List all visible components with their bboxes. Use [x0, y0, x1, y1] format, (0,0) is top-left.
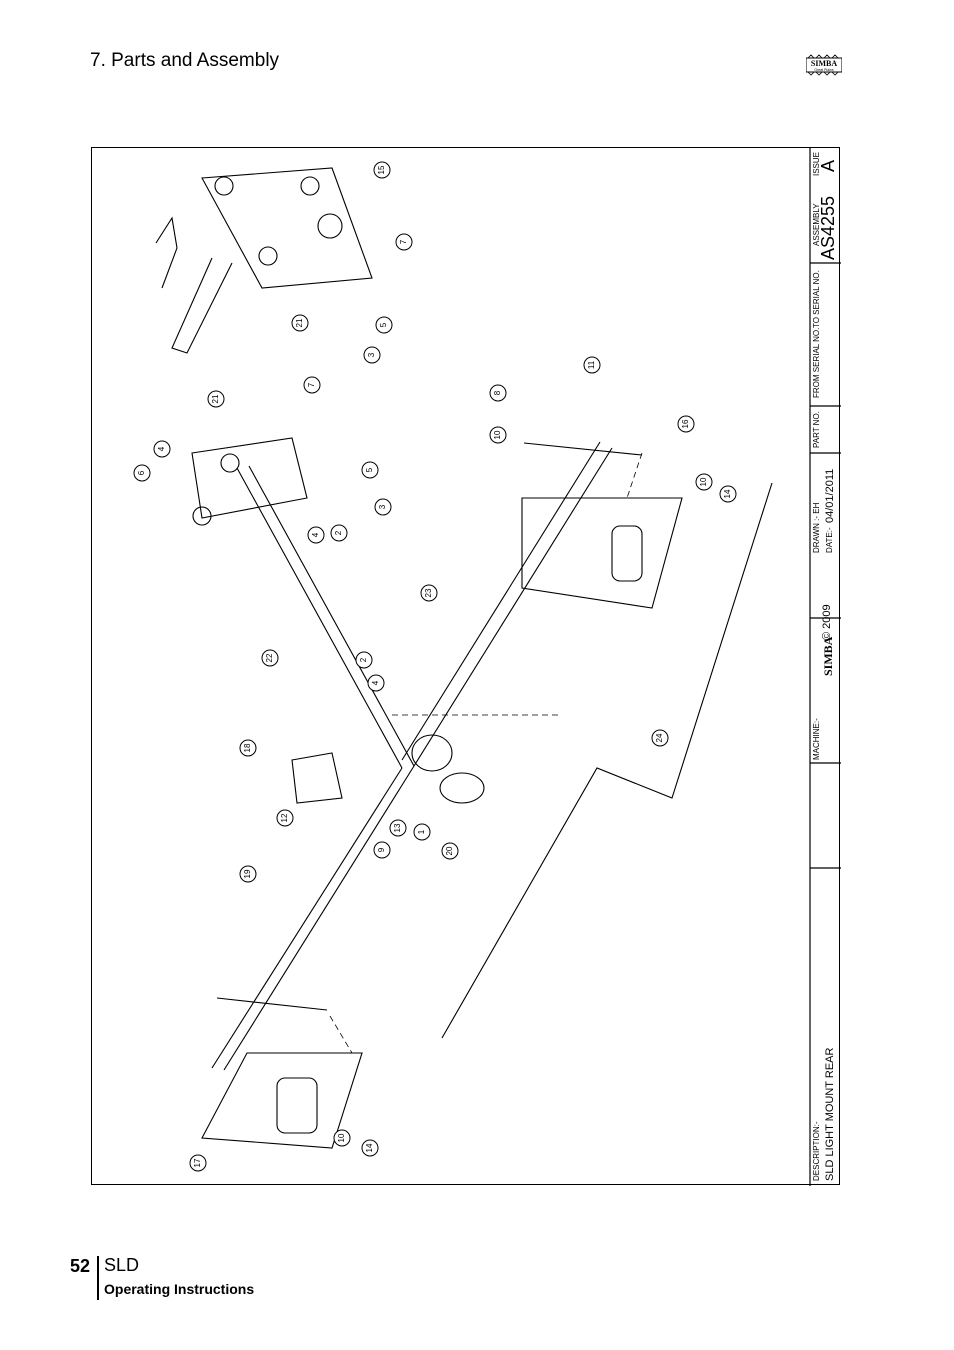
callout-bubble: 13 [389, 819, 407, 837]
svg-text:7: 7 [399, 239, 408, 244]
svg-text:2: 2 [334, 530, 343, 535]
svg-text:5: 5 [379, 322, 388, 327]
svg-text:20: 20 [445, 846, 454, 855]
issue-label: ISSUE [812, 152, 821, 176]
callout-bubble: 16 [677, 415, 695, 433]
footer-divider [97, 1256, 99, 1300]
svg-text:2: 2 [359, 657, 368, 662]
svg-text:12: 12 [280, 813, 289, 822]
svg-text:8: 8 [493, 390, 502, 395]
svg-text:14: 14 [723, 489, 732, 498]
callout-bubble: 14 [361, 1139, 379, 1157]
svg-text:17: 17 [193, 1158, 202, 1167]
svg-text:10: 10 [337, 1133, 346, 1142]
drawing-frame: A ISSUE AS4255 ASSEMBLY TO SERIAL NO. FR… [91, 147, 841, 1186]
svg-text:1: 1 [417, 829, 426, 834]
svg-text:13: 13 [393, 823, 402, 832]
svg-text:22: 22 [265, 653, 274, 662]
callout-bubble: 3 [363, 346, 381, 364]
svg-text:5: 5 [365, 467, 374, 472]
svg-text:19: 19 [243, 869, 252, 878]
date-label: DATE:- [825, 527, 834, 553]
svg-text:24: 24 [655, 733, 664, 742]
callout-bubble: 19 [239, 865, 257, 883]
callout-bubble: 14 [719, 485, 737, 503]
svg-text:4: 4 [371, 680, 380, 685]
callout-bubble: 21 [291, 314, 309, 332]
svg-text:21: 21 [211, 394, 220, 403]
copyright: © 2009 [821, 604, 833, 640]
callout-bubble: 18 [239, 739, 257, 757]
callout-bubble: 10 [333, 1129, 351, 1147]
machine-label: MACHINE:- [812, 718, 821, 760]
callout-bubble: 7 [395, 233, 413, 251]
footer-subtitle: Operating Instructions [104, 1281, 255, 1297]
drawn-label: DRAWN :- EH [812, 502, 821, 553]
callout-bubble: 2 [330, 524, 348, 542]
callout-bubble: 11 [583, 356, 601, 374]
dashed-guides [329, 452, 643, 1054]
svg-text:4: 4 [157, 446, 166, 451]
assembly-number: AS4255 [818, 196, 838, 260]
simba-logo-sub: Great Plains [814, 68, 834, 72]
callout-bubble: 21 [207, 390, 225, 408]
svg-text:10: 10 [699, 477, 708, 486]
callout-bubble: 3 [374, 498, 392, 516]
callout-bubble: 2 [355, 651, 373, 669]
callout-bubble: 4 [307, 526, 325, 544]
description-value: SLD LIGHT MOUNT REAR [824, 1047, 836, 1181]
callout-bubble: 9 [373, 841, 391, 859]
assembly-issue-value: A [818, 160, 838, 172]
callout-bubble: 17 [189, 1154, 207, 1172]
footer-model: SLD [104, 1255, 140, 1275]
svg-text:3: 3 [378, 504, 387, 509]
svg-text:23: 23 [424, 588, 433, 597]
svg-text:16: 16 [681, 419, 690, 428]
svg-text:7: 7 [307, 382, 316, 387]
svg-text:9: 9 [377, 847, 386, 852]
callout-bubble: 24 [651, 729, 669, 747]
description-label: DESCRIPTION:- [812, 1121, 821, 1181]
callout-bubble: 6 [133, 464, 151, 482]
page-header-title: 7. Parts and Assembly [90, 50, 280, 71]
callout-bubble: 8 [489, 384, 507, 402]
svg-text:15: 15 [377, 165, 386, 174]
from-serial-label: FROM SERIAL NO. [812, 328, 821, 398]
parts-drawing: A ISSUE AS4255 ASSEMBLY TO SERIAL NO. FR… [133, 148, 841, 1186]
svg-text:3: 3 [367, 352, 376, 357]
callout-bubble: 4 [153, 440, 171, 458]
svg-text:21: 21 [295, 318, 304, 327]
simba-logo-text: SIMBA [811, 59, 837, 68]
part-no-label: PART NO. [812, 411, 821, 448]
svg-text:11: 11 [587, 360, 596, 369]
callout-bubble: 12 [276, 809, 294, 827]
callout-bubble: 5 [375, 316, 393, 334]
callout-bubble: 1 [413, 823, 431, 841]
simba-logo: SIMBA Great Plains [806, 54, 842, 76]
assembly-label: ASSEMBLY [812, 203, 821, 246]
callout-bubble: 22 [261, 649, 279, 667]
svg-text:10: 10 [493, 430, 502, 439]
page-number: 52 [70, 1256, 91, 1276]
svg-text:4: 4 [311, 532, 320, 537]
callout-bubble: 15 [373, 161, 391, 179]
callout-bubble: 23 [420, 584, 438, 602]
svg-text:6: 6 [137, 470, 146, 475]
callout-bubble: 7 [303, 376, 321, 394]
callout-bubble: 4 [367, 674, 385, 692]
callout-bubble: 20 [441, 842, 459, 860]
parts-linework [155, 167, 773, 1149]
callout-bubble: 10 [695, 473, 713, 491]
callout-bubble: 10 [489, 426, 507, 444]
callouts: 15 7 5 3 21 7 21 4 6 5 3 4 2 8 10 11 16 … [133, 161, 737, 1172]
title-block-logo: SIMBA [821, 636, 835, 676]
callout-bubble: 5 [361, 461, 379, 479]
to-serial-label: TO SERIAL NO. [812, 270, 821, 328]
svg-text:18: 18 [243, 743, 252, 752]
svg-text:14: 14 [365, 1143, 374, 1152]
date-value: 04/01/2011 [824, 469, 836, 523]
